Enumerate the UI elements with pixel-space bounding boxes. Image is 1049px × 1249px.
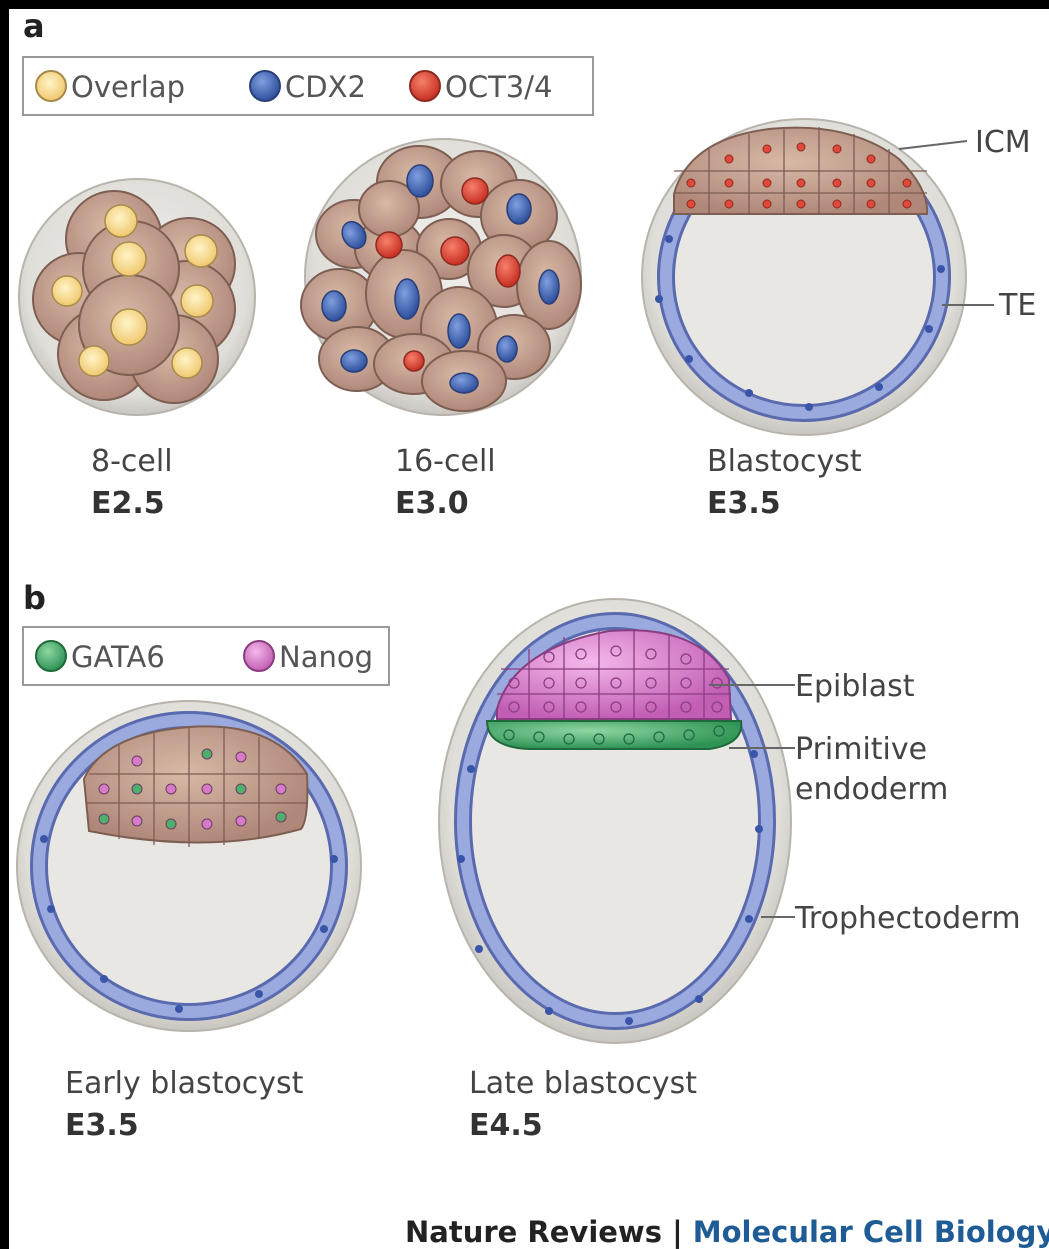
- embryo-early-blastocyst: [17, 701, 361, 1031]
- legend-b: GATA6 Nanog: [23, 627, 389, 685]
- legend-gata6-label: GATA6: [71, 640, 165, 674]
- oct34-swatch: [410, 71, 440, 101]
- figure-panel: a Overlap CDX2 OCT3/4: [9, 9, 1049, 1249]
- embryo-blastocyst: [642, 119, 994, 435]
- stage-blastocyst-label: Blastocyst: [707, 444, 862, 479]
- legend-oct34-label: OCT3/4: [445, 70, 552, 104]
- overlap-swatch: [36, 71, 66, 101]
- journal-credit-part2: Molecular Cell Biology: [693, 1215, 1049, 1249]
- stage-16-cell-day: E3.0: [395, 486, 469, 521]
- cdx2-swatch: [250, 71, 280, 101]
- gata6-swatch: [36, 641, 66, 671]
- icm-label: ICM: [975, 125, 1031, 160]
- journal-credit: Nature Reviews | Molecular Cell Biology: [405, 1215, 1049, 1249]
- stage-blastocyst-day: E3.5: [707, 486, 781, 521]
- stage-late-blastocyst-label: Late blastocyst: [469, 1066, 697, 1101]
- panel-a-letter: a: [23, 9, 45, 45]
- stage-8-cell-day: E2.5: [91, 486, 165, 521]
- nanog-swatch: [244, 641, 274, 671]
- stage-8-cell-label: 8-cell: [91, 444, 173, 479]
- embryo-8-cell: [19, 179, 255, 415]
- stage-early-blastocyst-label: Early blastocyst: [65, 1066, 304, 1101]
- panel-b-letter: b: [23, 579, 46, 617]
- primitive-endoderm-label-line1: Primitive: [795, 732, 927, 767]
- legend-overlap-label: Overlap: [71, 70, 185, 104]
- epiblast-label: Epiblast: [795, 669, 915, 704]
- te-label: TE: [998, 288, 1036, 323]
- stage-late-blastocyst-day: E4.5: [469, 1108, 543, 1143]
- journal-credit-part1: Nature Reviews |: [405, 1215, 693, 1249]
- legend-a: Overlap CDX2 OCT3/4: [23, 57, 593, 115]
- embryo-late-blastocyst: [439, 599, 795, 1043]
- figure-canvas: a Overlap CDX2 OCT3/4: [9, 9, 1049, 1249]
- legend-nanog-label: Nanog: [279, 640, 373, 674]
- primitive-endoderm-label-line2: endoderm: [795, 772, 948, 807]
- trophectoderm-label: Trophectoderm: [794, 901, 1021, 936]
- stage-early-blastocyst-day: E3.5: [65, 1108, 139, 1143]
- stage-16-cell-label: 16-cell: [395, 444, 496, 479]
- legend-cdx2-label: CDX2: [285, 70, 366, 104]
- embryo-16-cell: [301, 139, 581, 415]
